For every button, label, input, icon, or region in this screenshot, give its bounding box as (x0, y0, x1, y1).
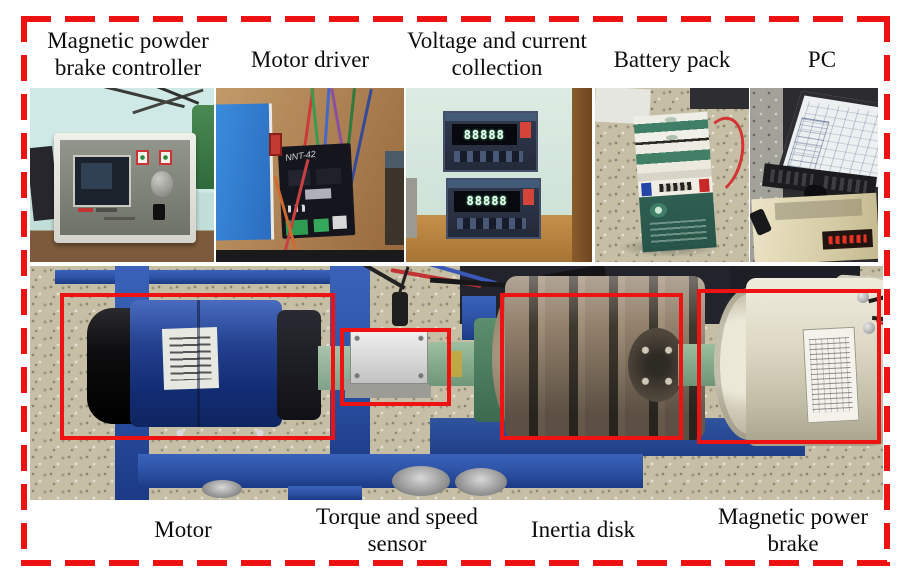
frame-rail (55, 270, 340, 284)
desk-edge (216, 249, 404, 262)
dashed-border-top (21, 16, 889, 22)
controller-button (136, 150, 150, 165)
battery-top (633, 111, 712, 182)
dashed-border-left (21, 16, 27, 566)
coupling-mark (451, 350, 462, 378)
label-inertia-disk: Inertia disk (530, 517, 636, 542)
label-motor-driver: Motor driver (250, 47, 370, 72)
vent-grid (769, 168, 814, 187)
label-voltage-current: Voltage and current collection (407, 28, 587, 80)
dashed-border-right (884, 16, 890, 566)
label-motor: Motor (154, 517, 212, 542)
brake-terminal (856, 291, 869, 304)
motor-seam (196, 300, 200, 427)
photo-brake-controller (30, 88, 214, 262)
connector (332, 215, 347, 230)
instrument-display (821, 229, 873, 250)
controller-display (72, 155, 132, 207)
battery-label-text (649, 219, 708, 248)
panel-marking (103, 217, 136, 221)
frame-foot (288, 486, 362, 500)
label-magnetic-power-brake: Magnetic power brake (717, 504, 869, 556)
meter-digits: 88888 (466, 194, 508, 209)
display-glow (81, 162, 112, 190)
battery-vents (658, 182, 692, 193)
battery-logo (649, 202, 668, 218)
brake-terminal (863, 321, 876, 334)
disk-hub (628, 328, 686, 402)
label-pc: PC (807, 47, 837, 72)
meter-display: 88888 (454, 191, 520, 212)
photo-test-rig (30, 266, 883, 500)
controller-knob (150, 171, 173, 197)
motor-body (130, 300, 282, 427)
magnetic-power-brake (746, 278, 883, 446)
caster-wheel (392, 466, 450, 496)
wood-post (571, 88, 592, 262)
controller-switch (153, 203, 166, 220)
photo-pc (750, 88, 878, 262)
controller-button (158, 150, 172, 165)
red-digits (827, 233, 867, 245)
board-marking: NNT-42 (284, 148, 316, 163)
meter-header (448, 179, 539, 188)
terminal-negative (641, 182, 653, 197)
panel-marking (96, 208, 117, 213)
meter-buttons (457, 217, 527, 230)
meter-digits: 88888 (463, 127, 505, 142)
callout-box-magnetic-brake (697, 289, 881, 444)
caster-wheel (202, 480, 242, 498)
digital-meter-bottom: 88888 (446, 177, 541, 240)
red-connector (268, 133, 282, 156)
battery-front (639, 192, 717, 253)
battery-handle (664, 116, 677, 123)
meter-header (445, 112, 537, 121)
background-object (690, 88, 749, 109)
background-object (406, 178, 418, 238)
board-sticker (304, 188, 332, 201)
controller-front-panel (59, 139, 190, 236)
instrument-top (773, 198, 863, 221)
label-battery-pack: Battery pack (613, 47, 731, 72)
caster-wheel (455, 468, 507, 496)
callout-box-torque-sensor (340, 328, 451, 406)
vent-grid (822, 174, 867, 194)
meter-sticker (522, 188, 535, 205)
label-torque-speed-sensor: Torque and speed sensor (316, 504, 478, 556)
photo-motor-driver: NNT-42 (216, 88, 404, 262)
terminal-positive (698, 178, 710, 193)
terminal-block (313, 218, 329, 233)
panel-marking (77, 208, 94, 213)
motor-coupling-ring (277, 310, 321, 420)
sensor-cable-plug (392, 292, 408, 326)
photo-voltage-current-collection: 88888 88888 (406, 88, 592, 262)
digital-meter-top: 88888 (443, 110, 539, 173)
label-brake-controller: Magnetic powder brake controller (47, 28, 209, 80)
meter-buttons (454, 150, 524, 163)
meter-stack: 88888 88888 (443, 110, 541, 240)
dashed-border-bottom (21, 560, 889, 566)
callout-box-inertia-disk (500, 293, 683, 440)
background-object (385, 150, 404, 245)
meter-display: 88888 (451, 124, 517, 145)
controller-unit (53, 133, 196, 243)
background-object (191, 105, 214, 189)
photo-battery-pack (595, 88, 749, 262)
board-component (315, 168, 342, 186)
battery (633, 111, 717, 253)
callout-box-motor (60, 293, 335, 440)
blue-enclosure (216, 103, 275, 240)
board-component (287, 169, 311, 187)
meter-sticker (519, 121, 532, 139)
battery-handle (665, 134, 679, 141)
